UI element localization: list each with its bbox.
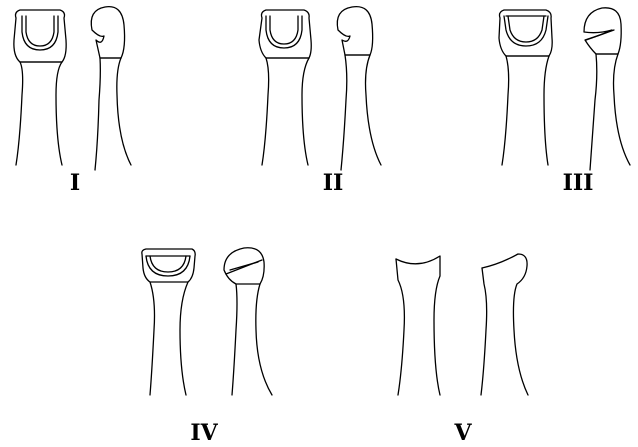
- panel-i: I: [14, 7, 131, 196]
- panel-ii-side-view: [337, 7, 381, 170]
- panel-iii-side-view: [584, 8, 630, 170]
- panel-iv-label: IV: [190, 420, 218, 446]
- panel-iii-label: III: [563, 170, 594, 196]
- panel-iii: III: [499, 8, 630, 196]
- panel-i-front-view: [14, 10, 66, 165]
- panel-ii: II: [259, 7, 381, 196]
- panel-iii-front-view: [499, 10, 552, 165]
- panel-iv: IV: [142, 248, 272, 446]
- panel-v-side-view: [481, 254, 528, 395]
- panel-v: V: [396, 254, 528, 446]
- panel-i-label: I: [70, 170, 80, 196]
- panel-v-label: V: [453, 420, 472, 446]
- panel-i-side-view: [91, 7, 131, 170]
- panel-ii-label: II: [323, 170, 344, 196]
- panel-iv-front-view: [142, 249, 195, 395]
- panel-v-front-view: [396, 256, 440, 395]
- panel-iv-side-view: [224, 248, 272, 395]
- panel-ii-front-view: [259, 10, 311, 165]
